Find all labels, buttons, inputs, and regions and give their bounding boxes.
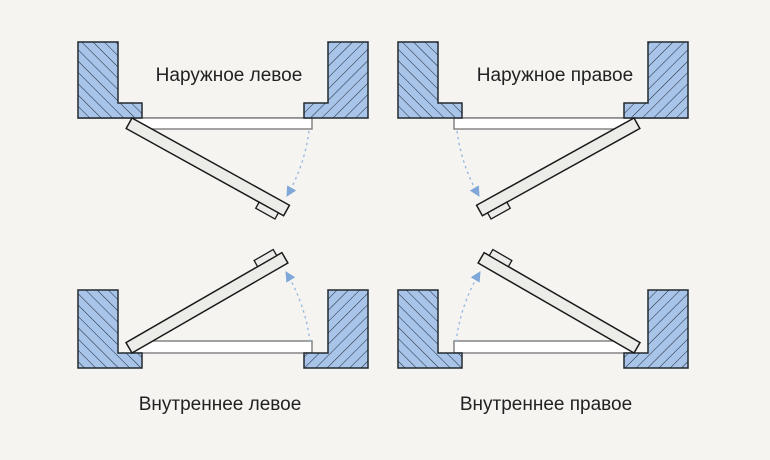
- quadrant-inward-left: Внутреннее левое: [70, 240, 370, 440]
- quadrant-outward-right: Наружное правое: [396, 30, 696, 230]
- quadrant-label-outward-left: Наружное левое: [155, 65, 303, 86]
- door-figure: [78, 247, 368, 368]
- quadrant-label-inward-right: Внутреннее правое: [459, 394, 633, 415]
- quadrant-inward-right: Внутреннее правое: [396, 240, 696, 440]
- door-figure: [398, 247, 688, 368]
- quadrant-label-outward-right: Наружное правое: [476, 65, 634, 86]
- quadrant-label-inward-left: Внутреннее левое: [138, 394, 302, 415]
- quadrant-outward-left: Наружное левое: [70, 30, 370, 230]
